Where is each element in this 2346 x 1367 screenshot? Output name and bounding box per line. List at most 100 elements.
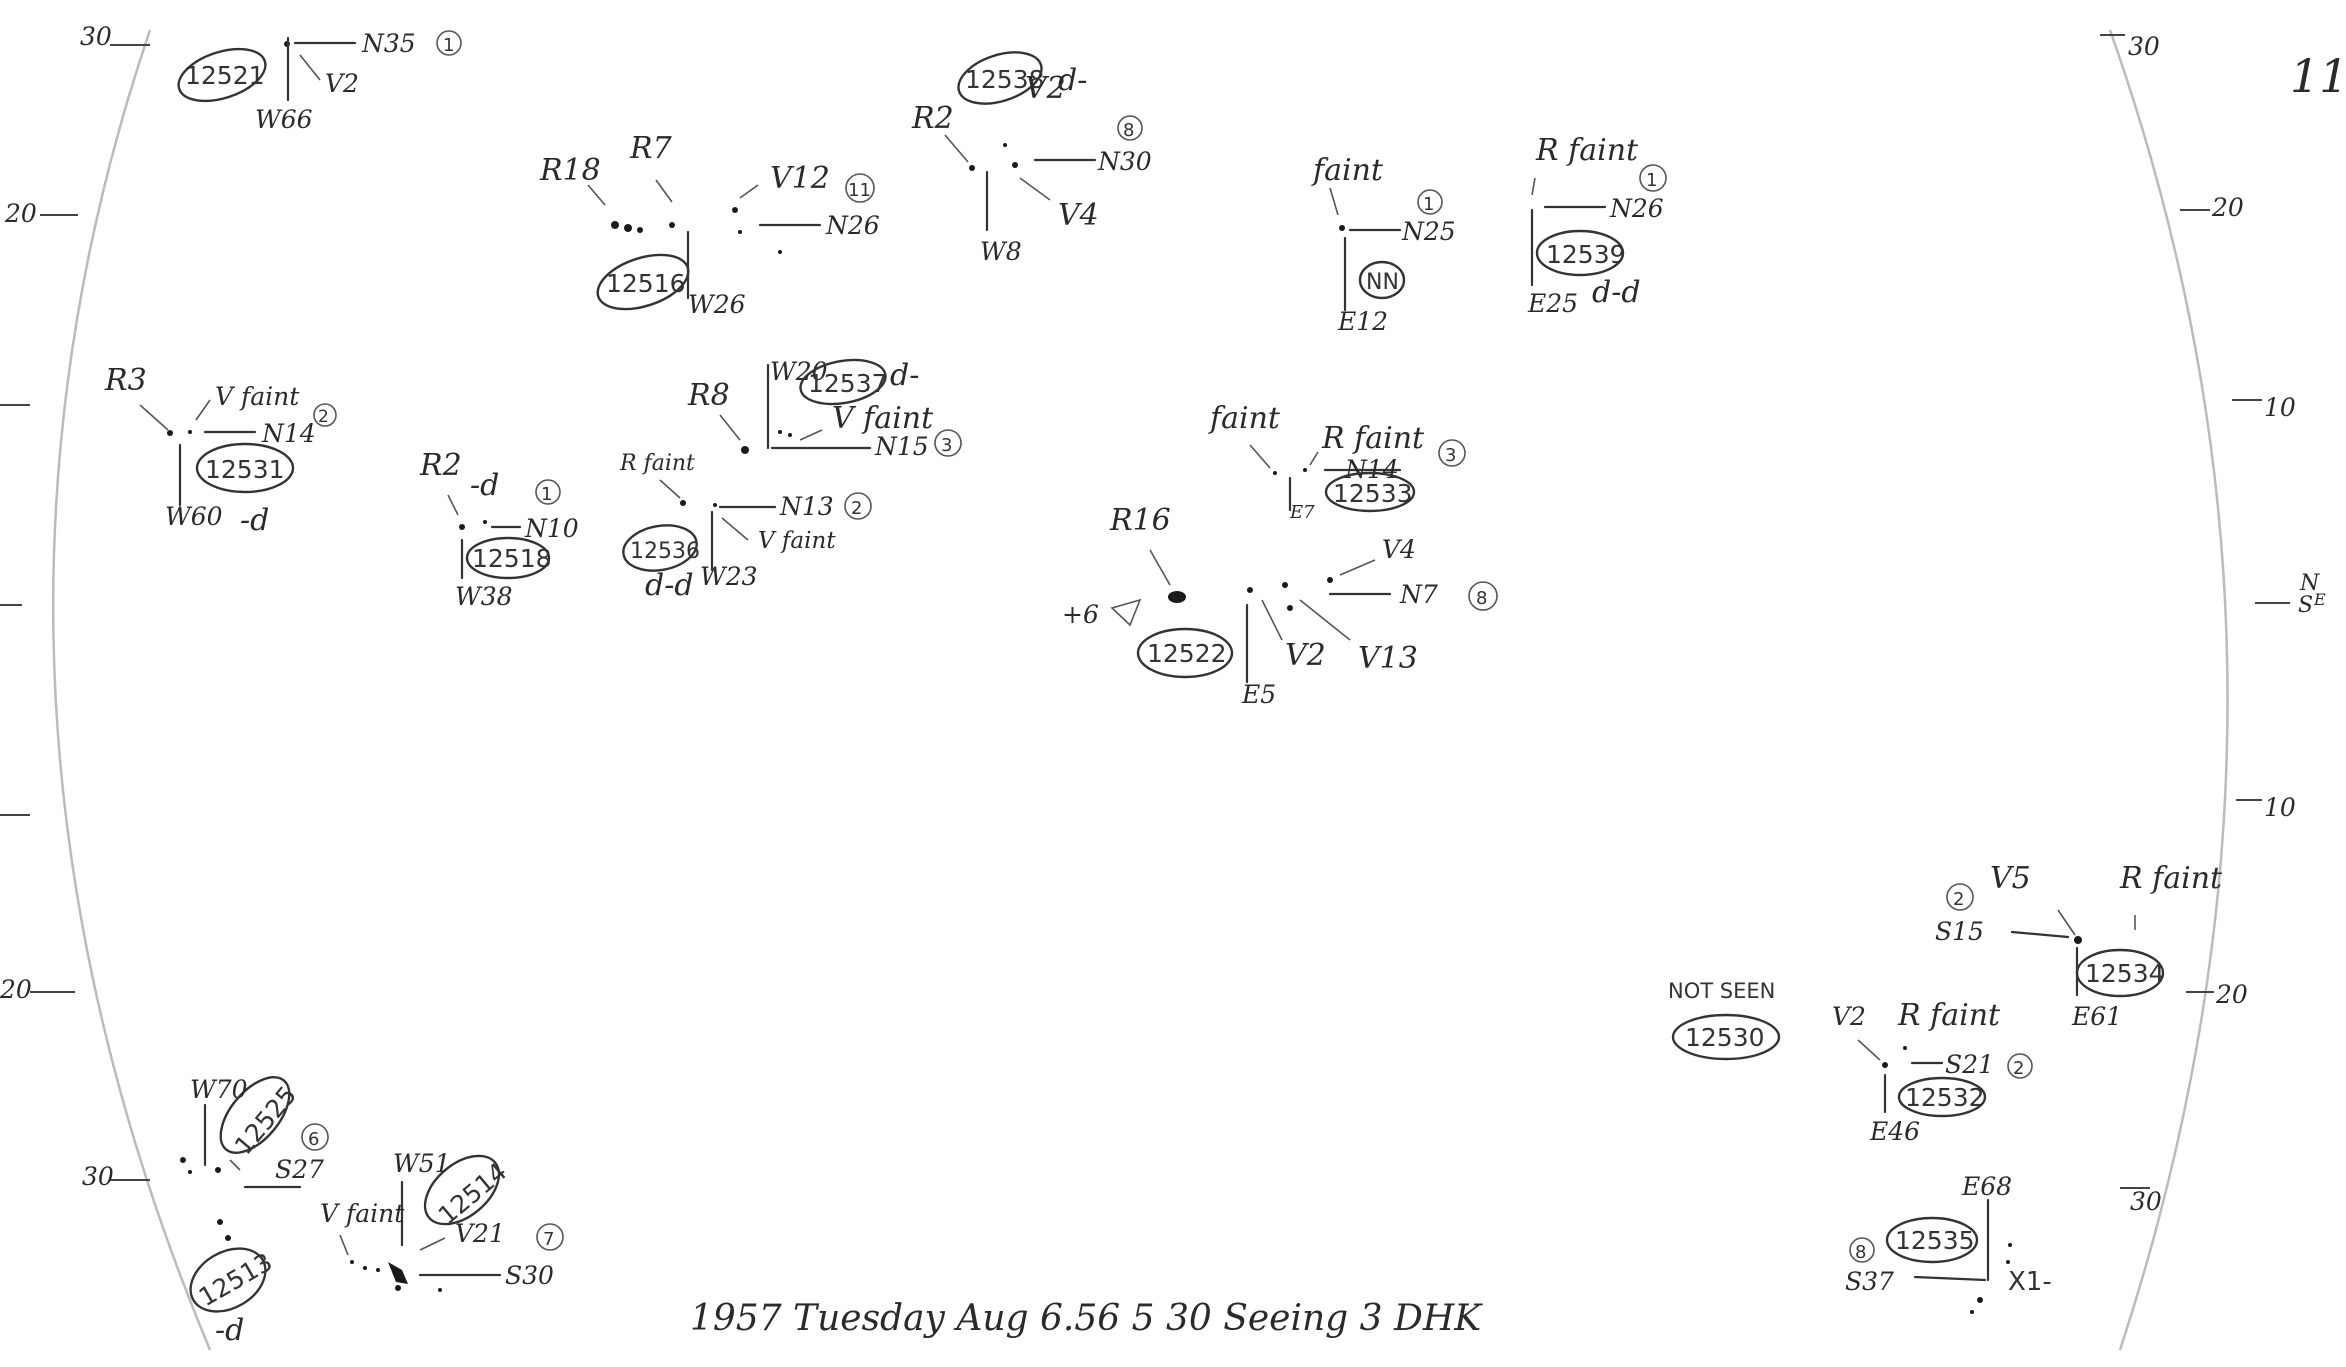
- region-12532: V2 R faint S21 2 12532 E46: [1832, 998, 2033, 1146]
- limb-mark: 30: [82, 1162, 114, 1191]
- spot-label: W20: [770, 357, 828, 386]
- spot-label: E25: [1527, 289, 1578, 318]
- spot-label: X1-: [2008, 1267, 2052, 1297]
- region-12525: W70 12525 6 S27: [180, 1075, 329, 1241]
- spot-label: W70: [190, 1075, 248, 1104]
- spot-label: N7: [1399, 580, 1438, 609]
- limb-mark: 30: [2130, 1187, 2162, 1216]
- spot-label: d-d: [1592, 275, 1641, 310]
- limb-mark: 20: [2211, 193, 2244, 222]
- spot-label: S27: [275, 1155, 324, 1184]
- region-number: 12539: [1546, 240, 1626, 269]
- axis-south: S: [2298, 593, 2313, 618]
- spot-label: d-: [1058, 63, 1087, 98]
- limb-mark: 30: [80, 22, 112, 51]
- spot-count: 2: [851, 498, 862, 519]
- spot-count: 6: [308, 1129, 319, 1150]
- spot-label: V21: [455, 1219, 505, 1248]
- spot-count: 3: [1445, 445, 1456, 466]
- region-12534: 2 V5 R faint S15 12534 E61: [1935, 861, 2223, 1031]
- spot-label: S30: [505, 1261, 554, 1290]
- spot-label: N13: [779, 492, 834, 521]
- region-12536: R faint N13 2 V faint 12536 d-d W23: [619, 451, 872, 603]
- limb-mark: 20: [4, 199, 37, 228]
- spot-label: d-d: [645, 568, 694, 603]
- spot-label: R8: [687, 378, 730, 413]
- spot-label: V faint: [320, 1199, 405, 1228]
- observation-footer: 1957 Tuesday Aug 6.56 5 30 Seeing 3 DHK: [690, 1298, 1483, 1339]
- right-limb-arc: [2108, 29, 2229, 1351]
- region-12518: R2 -d N10 1 12518 W38: [419, 448, 579, 611]
- region-12521: 12521 V2 N35 W66 1: [177, 29, 462, 134]
- spot-label: W8: [980, 237, 1022, 266]
- spot-label: -d: [470, 468, 499, 503]
- region-number: 12538: [965, 65, 1045, 94]
- limb-mark: 10: [2264, 793, 2296, 822]
- spot-count: 2: [2013, 1058, 2024, 1079]
- spot-label: E68: [1961, 1172, 2012, 1201]
- region-nn: faint N25 1 NN E12: [1311, 153, 1456, 336]
- spot-count: 1: [443, 35, 454, 56]
- sheet-number: 1188: [2290, 49, 2346, 103]
- spot-label: E12: [1337, 307, 1388, 336]
- spot-count: 8: [1476, 588, 1487, 609]
- spot-label: W66: [255, 105, 313, 134]
- spot-label: -d: [240, 503, 269, 538]
- spot-count: 7: [543, 1229, 554, 1250]
- spot-label: faint: [1311, 153, 1384, 188]
- spot-label: E46: [1869, 1117, 1920, 1146]
- region-number: 12530: [1685, 1023, 1765, 1052]
- spot-count: 3: [941, 435, 952, 456]
- spot-label: V2: [1832, 1002, 1866, 1031]
- region-12530: NOT SEEN 12530: [1668, 979, 1781, 1061]
- limb-mark: 10: [2264, 393, 2296, 422]
- region-12522: R16 +6 V4 N7 8 V2 V13 12522 E5: [1062, 503, 1498, 709]
- region-12516: R18 R7 V12 N26 11 12516 W26: [539, 131, 880, 319]
- spot-label: R7: [629, 131, 673, 166]
- spot-label: E5: [1241, 680, 1276, 709]
- spot-label: N14: [1344, 455, 1399, 484]
- spot-label: W26: [688, 290, 746, 319]
- region-number: 12516: [606, 269, 686, 298]
- spot-label: N26: [1609, 194, 1664, 223]
- spot-label: V12: [770, 161, 830, 196]
- region-12513: 12513 -d: [189, 1247, 277, 1348]
- region-number: 12535: [1895, 1226, 1975, 1255]
- left-limb-ticks: 30 20 20 30: [0, 22, 150, 1191]
- spot-label: -d: [215, 1313, 244, 1348]
- spot-count: 1: [1646, 170, 1657, 191]
- spot-label: +6: [1062, 600, 1099, 629]
- spot-label: N14: [261, 419, 316, 448]
- spot-label: E61: [2071, 1002, 2122, 1031]
- limb-mark: 20: [2215, 980, 2248, 1009]
- spot-label: R faint: [2119, 861, 2223, 896]
- region-number: 12536: [630, 539, 700, 564]
- axis-east: E: [2313, 590, 2326, 609]
- spot-label: W60: [165, 502, 223, 531]
- spot-label: V2: [1285, 638, 1326, 673]
- spot-label: R16: [1109, 503, 1171, 538]
- limb-mark: 20: [0, 975, 32, 1004]
- spot-label: N15: [874, 432, 929, 461]
- spot-label: V faint: [832, 401, 934, 436]
- not-seen-note: NOT SEEN: [1668, 979, 1775, 1003]
- spot-label: V2: [1025, 71, 1066, 106]
- spot-label: V faint: [758, 528, 836, 554]
- region-number: 12537: [808, 369, 888, 398]
- spot-count: 1: [1423, 194, 1434, 215]
- spot-count: 2: [318, 407, 329, 427]
- spot-label: N10: [524, 514, 579, 543]
- spot-label: R faint: [1321, 421, 1425, 456]
- spot-label: V2: [325, 69, 359, 98]
- spot-count: 8: [1123, 120, 1134, 141]
- spot-label: R2: [419, 448, 462, 483]
- axis-north: N: [2299, 571, 2320, 596]
- region-number: 12518: [472, 544, 552, 573]
- region-12538: 12538 V2 d- R2 N30 V4 W8 8: [911, 51, 1152, 266]
- spot-label: R3: [104, 363, 147, 398]
- spot-label: S15: [1935, 917, 1984, 946]
- region-12535: E68 8 12535 S37 X1-: [1845, 1172, 2052, 1314]
- spot-label: faint: [1208, 401, 1281, 436]
- region-number: 12522: [1147, 639, 1227, 668]
